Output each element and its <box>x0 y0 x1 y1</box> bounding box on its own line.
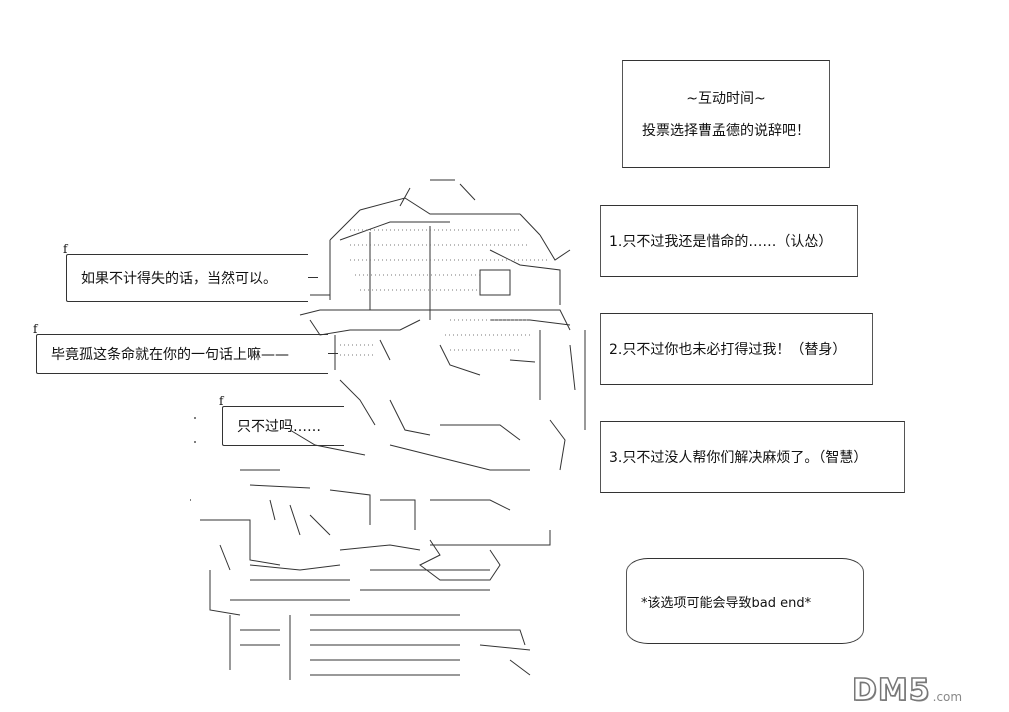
bubble-tick-1: f <box>63 242 68 256</box>
choice-label-2: 2.只不过你也未必打得过我！（替身） <box>609 342 847 358</box>
interaction-heading: ~互动时间~ <box>686 91 766 107</box>
speech-text-2: 毕竟孤这条命就在你的一句话上嘛—— <box>51 347 289 363</box>
choice-label-3: 3.只不过没人帮你们解决麻烦了。（智慧） <box>609 450 868 466</box>
watermark-logo-text: DM5 <box>851 672 931 709</box>
speech-bubble-2: f 毕竟孤这条命就在你的一句话上嘛—— <box>33 322 338 374</box>
choice-option-1[interactable]: 1.只不过我还是惜命的……（认怂） <box>600 205 858 277</box>
bad-end-warning-text: *该选项可能会导致bad end* <box>641 595 812 611</box>
dm5-watermark-logo: DM5 .com <box>851 664 1002 709</box>
bubble-tail-2 <box>328 353 338 354</box>
interaction-subtitle: 投票选择曹孟德的说辞吧！ <box>642 123 810 139</box>
choice-option-3[interactable]: 3.只不过没人帮你们解决麻烦了。（智慧） <box>600 421 905 493</box>
choice-label-1: 1.只不过我还是惜命的……（认怂） <box>609 234 833 250</box>
bubble-tail-1 <box>308 277 318 278</box>
speech-text-3: 只不过吗…… <box>237 419 321 435</box>
interaction-title-box: ~互动时间~ 投票选择曹孟德的说辞吧！ <box>622 60 830 168</box>
speech-bubble-3: f 只不过吗…… <box>219 394 344 446</box>
speech-text-1: 如果不计得失的话，当然可以。 <box>81 271 277 287</box>
watermark-logo-suffix: .com <box>932 690 963 704</box>
bad-end-warning: *该选项可能会导致bad end* <box>626 558 864 644</box>
choice-option-2[interactable]: 2.只不过你也未必打得过我！（替身） <box>600 313 873 385</box>
ascii-art-figure <box>190 179 586 680</box>
bubble-tick-2: f <box>33 322 38 336</box>
speech-bubble-1: f 如果不计得失的话，当然可以。 <box>63 242 318 302</box>
bubble-tick-3: f <box>219 394 224 408</box>
